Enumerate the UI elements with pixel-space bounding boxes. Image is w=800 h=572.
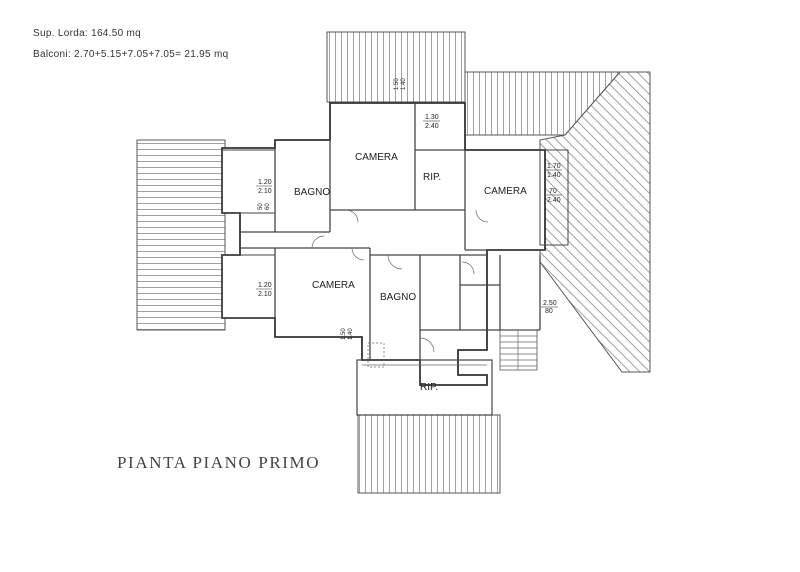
window-mark-w5-width: 2.40 (547, 197, 561, 204)
room-bagno-center: BAGNO (380, 292, 416, 303)
room-bagno-left: BAGNO (294, 187, 330, 198)
balcony-right (539, 149, 569, 246)
window-mark-v1-b: 1.40 (401, 78, 407, 90)
window-mark-v3-a: 1.50 (341, 328, 347, 340)
window-marks: 1.20 2.10 1.20 2.10 1.30 2.40 1.70 1.40 … (256, 78, 562, 340)
staircase (499, 329, 538, 371)
window-mark-w4-height: 1.70 (547, 163, 561, 170)
window-mark-v3-b: 1.40 (348, 328, 354, 340)
window-mark-w5-height: 70 (549, 188, 557, 195)
window-mark-v2-b: 60 (265, 203, 271, 210)
balcony-left-bottom (221, 254, 276, 319)
window-mark-w2-height: 1.20 (258, 282, 272, 289)
plan-title: PIANTA PIANO PRIMO (117, 453, 321, 472)
shower (367, 342, 385, 368)
roof-left (136, 139, 226, 331)
room-camera-top: CAMERA (355, 152, 398, 163)
window-mark-w2-width: 2.10 (258, 291, 272, 298)
room-camera-left: CAMERA (312, 280, 355, 291)
room-camera-right: CAMERA (484, 186, 527, 197)
window-mark-w1-height: 1.20 (258, 179, 272, 186)
gross-surface-label: Sup. Lorda: 164.50 mq (33, 28, 142, 39)
roof-bottom (357, 414, 501, 494)
window-mark-w3-width: 2.40 (425, 123, 439, 130)
window-mark-w3-height: 1.30 (425, 114, 439, 121)
building-outline (221, 102, 546, 386)
door-swings (311, 209, 489, 353)
balconies-label: Balconi: 2.70+5.15+7.05+7.05= 21.95 mq (33, 49, 229, 60)
window-mark-w4-width: 1.40 (547, 172, 561, 179)
room-rip-bottom: RIP. (420, 382, 438, 393)
roof-top (326, 31, 466, 103)
window-mark-v1-a: 1.50 (394, 78, 400, 90)
window-mark-w6-width: 80 (545, 308, 553, 315)
balcony-left-top (221, 149, 276, 214)
window-mark-w1-width: 2.10 (258, 188, 272, 195)
interior-walls (240, 103, 545, 385)
window-mark-w6-height: 2.50 (543, 300, 557, 307)
roof-right (539, 71, 651, 373)
room-rip-top: RIP. (423, 172, 441, 183)
balcony-bottom (356, 359, 493, 416)
window-mark-v2-a: 50 (258, 203, 264, 210)
